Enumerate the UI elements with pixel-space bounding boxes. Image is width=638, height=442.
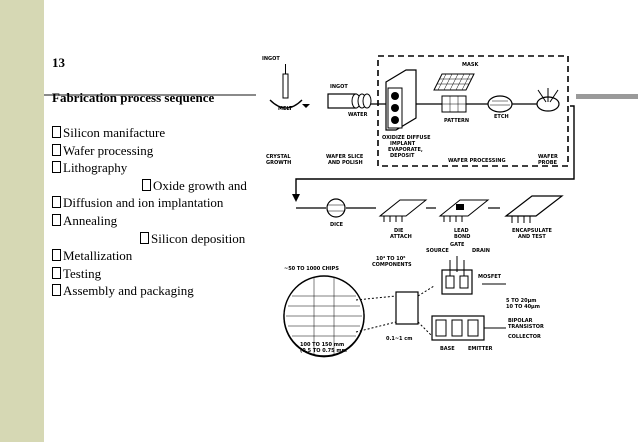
label-drain: DRAIN <box>472 248 490 254</box>
bullet-item: Oxide growth and <box>52 177 247 195</box>
label-bipolar-b: TRANSISTOR <box>508 324 544 330</box>
label-encapsulate: ENCAPSULATE <box>512 228 553 234</box>
label-ingot-mid: INGOT <box>330 84 348 90</box>
label-melt: MELT <box>278 106 293 112</box>
bullet-box-icon <box>52 266 61 279</box>
label-wafer: WAFER <box>538 154 558 160</box>
large-wafer-icon <box>283 275 365 358</box>
label-dice: DICE <box>330 222 344 228</box>
etch-wafer-icon <box>487 95 513 113</box>
bullet-box-icon <box>52 143 61 156</box>
ingot-icon <box>327 93 372 109</box>
bullet-list: Silicon manifacture Wafer processing Lit… <box>52 124 247 300</box>
slide-number: 13 <box>52 55 65 70</box>
label-oxidize: OXIDIZE DIFFUSE <box>382 135 431 141</box>
bullet-item: Wafer processing <box>52 142 247 160</box>
label-dim-a: 5 TO 20μm <box>506 298 536 304</box>
label-bipolar-a: BIPOLAR <box>508 318 533 324</box>
bullet-box-icon <box>52 249 61 262</box>
slide-title: Fabrication process sequence <box>52 90 215 105</box>
label-deposit: DEPOSIT <box>390 153 415 159</box>
label-components-b: COMPONENTS <box>372 262 412 268</box>
bullet-item: Annealing <box>52 212 247 230</box>
label-source: SOURCE <box>426 248 449 254</box>
mask-icon <box>433 73 475 91</box>
mosfet-icon <box>441 256 473 295</box>
bullet-item: Assembly and packaging <box>52 282 247 300</box>
bullet-item: Silicon deposition <box>52 230 247 248</box>
bullet-box-icon <box>52 196 61 209</box>
dice-wafer-icon <box>326 198 346 218</box>
label-water: WATER <box>348 112 368 118</box>
title-rule-right <box>575 94 638 99</box>
label-crystal: CRYSTAL <box>266 154 291 160</box>
bullet-box-icon <box>52 213 61 226</box>
return-line <box>295 105 575 196</box>
label-chips: ~50 TO 1000 CHIPS <box>284 266 339 272</box>
label-wafer-dim-a: 100 TO 150 mm <box>300 342 344 348</box>
wafer-processing-box <box>377 55 569 167</box>
bullet-box-icon <box>52 284 61 297</box>
bullet-item: Silicon manifacture <box>52 124 247 142</box>
die-attach-icon <box>378 199 428 222</box>
bullet-item: Testing <box>52 265 247 283</box>
label-bond: BOND <box>454 234 470 240</box>
label-die: DIE <box>394 228 404 234</box>
bullet-box-icon <box>142 178 151 191</box>
probe-icon <box>536 88 560 112</box>
label-wafer-dim-b: (0.5 TO 0.75 mm <box>300 348 347 354</box>
fabrication-diagram-svg: INGOT MELT INGOT WATER MASK OXIDIZE DIFF… <box>262 55 575 358</box>
label-probe: PROBE <box>538 160 558 166</box>
bullet-box-icon <box>52 126 61 138</box>
crucible-icon <box>269 99 303 109</box>
label-components-a: 10⁴ TO 10⁶ <box>376 256 405 262</box>
label-emitter: EMITTER <box>468 346 493 352</box>
pattern-icon <box>441 95 467 113</box>
title-rule-left <box>44 94 256 96</box>
label-dim-b: 10 TO 40μm <box>506 304 540 310</box>
label-etch: ETCH <box>494 114 509 120</box>
label-ingot-left: INGOT <box>262 56 280 62</box>
sidebar-band <box>0 0 44 442</box>
label-and-test: AND TEST <box>518 234 546 240</box>
bullet-item: Diffusion and ion implantation <box>52 194 247 212</box>
label-size-cm: 0.1~1 cm <box>386 336 412 342</box>
fabrication-diagram: INGOT MELT INGOT WATER MASK OXIDIZE DIFF… <box>256 46 576 358</box>
label-and-polish: AND POLISH <box>328 160 363 166</box>
bullet-item: Lithography <box>52 159 247 177</box>
furnace-icon <box>385 69 417 131</box>
label-wafer-processing: WAFER PROCESSING <box>448 158 506 164</box>
label-evaporate: EVAPORATE, <box>388 147 423 153</box>
lead-bond-icon <box>438 199 490 222</box>
label-implant: IMPLANT <box>390 141 416 147</box>
label-mosfet: MOSFET <box>478 274 502 280</box>
label-attach: ATTACH <box>390 234 412 240</box>
bipolar-transistor-icon <box>431 315 485 341</box>
label-mask: MASK <box>462 62 479 68</box>
label-gate: GATE <box>450 242 465 248</box>
encapsulated-chip-icon <box>504 195 564 223</box>
bullet-box-icon <box>140 231 149 244</box>
bullet-box-icon <box>52 161 61 174</box>
chip-die-icon <box>395 291 419 325</box>
bullet-item: Metallization <box>52 247 247 265</box>
label-growth: GROWTH <box>266 160 291 166</box>
arrow-down-icon <box>292 194 300 202</box>
label-lead: LEAD <box>454 228 469 234</box>
ingot-pull-icon <box>282 73 289 99</box>
label-base: BASE <box>440 346 455 352</box>
label-collector: COLLECTOR <box>508 334 541 340</box>
label-pattern: PATTERN <box>444 118 469 124</box>
label-wafer-slice: WAFER SLICE <box>326 154 364 160</box>
